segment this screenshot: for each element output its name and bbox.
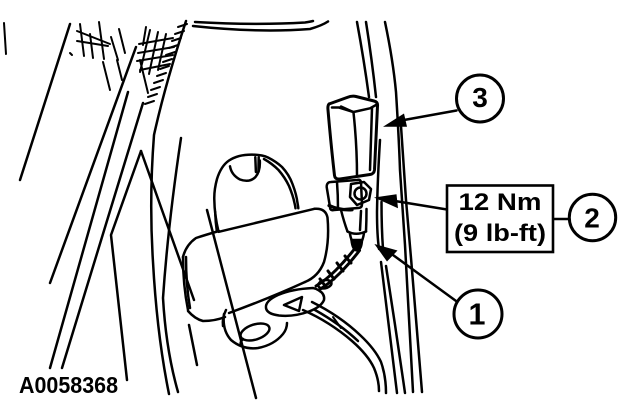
svg-text:A0058368: A0058368 bbox=[19, 372, 118, 398]
svg-text:1: 1 bbox=[469, 298, 486, 332]
svg-text:(9 lb-ft): (9 lb-ft) bbox=[454, 220, 546, 247]
svg-text:3: 3 bbox=[472, 82, 488, 113]
svg-text:2: 2 bbox=[584, 203, 600, 234]
svg-text:12 Nm: 12 Nm bbox=[459, 189, 542, 216]
